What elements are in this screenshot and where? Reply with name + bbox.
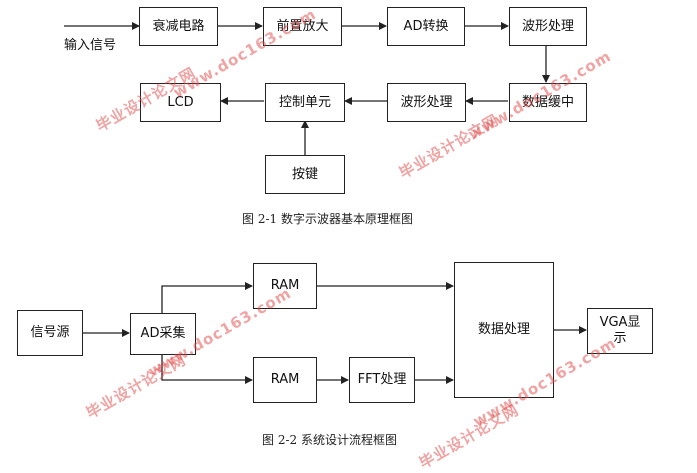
ad-sampling-block: AD采集: [130, 313, 196, 355]
signal-source-label: 信号源: [30, 325, 70, 340]
adc-block: AD转换: [387, 7, 465, 46]
ram-1-label: RAM: [270, 278, 300, 293]
keys-label: 按键: [291, 166, 318, 182]
control-unit-block: 控制单元: [265, 83, 345, 122]
lcd-block: LCD: [140, 83, 221, 122]
input-signal-label: 输入信号: [64, 38, 117, 53]
waveform-processing-2-label: 波形处理: [400, 94, 453, 110]
ram-2-block: RAM: [253, 357, 317, 403]
lcd-label: LCD: [167, 94, 194, 110]
waveform-processing-label: 波形处理: [521, 18, 574, 34]
waveform-processing-2-block: 波形处理: [387, 83, 466, 122]
diagram1-caption: 图 2-1 数字示波器基本原理框图: [242, 212, 413, 226]
signal-source-block: 信号源: [17, 310, 83, 356]
adc-label: AD转换: [403, 18, 449, 34]
ad-sampling-label: AD采集: [140, 326, 186, 341]
vga-display-block: VGA显示: [587, 308, 653, 354]
ram-1-block: RAM: [253, 263, 317, 309]
preamp-block: 前置放大: [263, 7, 342, 46]
fft-label: FFT处理: [357, 372, 407, 387]
attenuator-block: 衰减电路: [139, 7, 218, 46]
data-processing-label: 数据处理: [477, 322, 530, 337]
arrow-ad-to-ram1: [161, 282, 253, 313]
ram-2-label: RAM: [270, 372, 300, 387]
data-store-block: 数据缓中: [509, 83, 587, 122]
waveform-processing-block: 波形处理: [509, 7, 587, 46]
data-processing-block: 数据处理: [454, 262, 554, 398]
vga-display-label: VGA显示: [599, 315, 641, 346]
data-store-label: 数据缓中: [521, 94, 574, 110]
fft-block: FFT处理: [349, 357, 415, 403]
attenuator-label: 衰减电路: [152, 18, 205, 34]
preamp-label: 前置放大: [276, 18, 329, 34]
keys-block: 按键: [265, 155, 345, 194]
arrow-ad-to-ram2: [161, 355, 253, 384]
connector-lines: [64, 22, 587, 384]
control-unit-label: 控制单元: [278, 94, 331, 110]
diagram2-caption: 图 2-2 系统设计流程框图: [262, 433, 397, 447]
